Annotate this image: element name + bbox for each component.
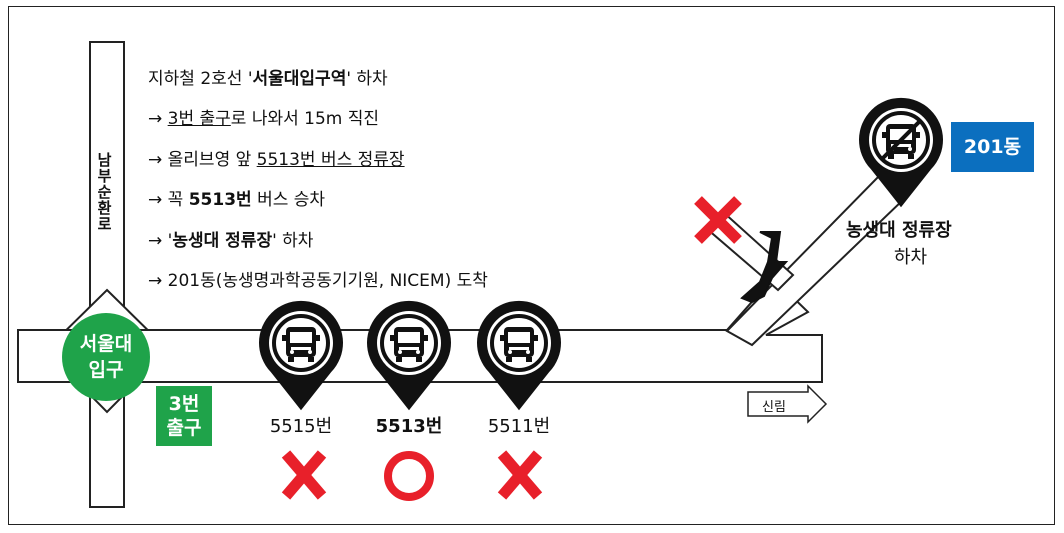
bus-number: 5511번 [487,416,551,437]
bus-stop-pin-5513[interactable] [367,300,452,411]
blocked-x-mark [694,196,742,244]
instruction-line: → 올리브영 앞 5513번 버스 정류장 [148,150,405,170]
direction-label: 신림 [762,400,786,415]
instruction-line: → '농생대 정류장' 하차 [148,231,314,251]
bus-number: 5513번 [375,416,443,437]
bus-stop-pin-5515[interactable] [259,300,343,411]
bus-stop-pin-5511[interactable] [477,300,561,411]
x-mark [497,450,543,500]
destination-action: 하차 [894,247,928,268]
destination-stop-pin[interactable] [858,97,943,208]
walking-path [740,231,789,304]
direction-arrow [747,384,828,424]
bus-icon [390,327,428,362]
exit-label: 3번 출구 [156,386,212,446]
road-label: 남부순환로 [95,152,113,232]
map-frame [8,6,1055,525]
building-label: 201동 [951,122,1034,172]
station-name-1: 서울대 [79,333,133,355]
bus-number: 5515번 [269,416,333,437]
station-marker[interactable]: 서울대 입구 [62,313,150,401]
x-mark [281,450,327,500]
bus-icon [500,327,538,362]
instruction-line: → 꼭 5513번 버스 승차 [148,190,326,210]
station-name-2: 입구 [88,359,124,381]
instruction-line: → 3번 출구로 나와서 15m 직진 [148,109,380,129]
bus-icon [282,327,320,362]
instruction-line: 지하철 2호선 '서울대입구역' 하차 [148,69,388,89]
vertical-road [89,41,125,508]
instruction-line: → 201동(농생명과학공동기기원, NICEM) 도착 [148,271,488,291]
destination-stop: 농생대 정류장 [846,220,952,241]
o-mark [384,451,434,501]
